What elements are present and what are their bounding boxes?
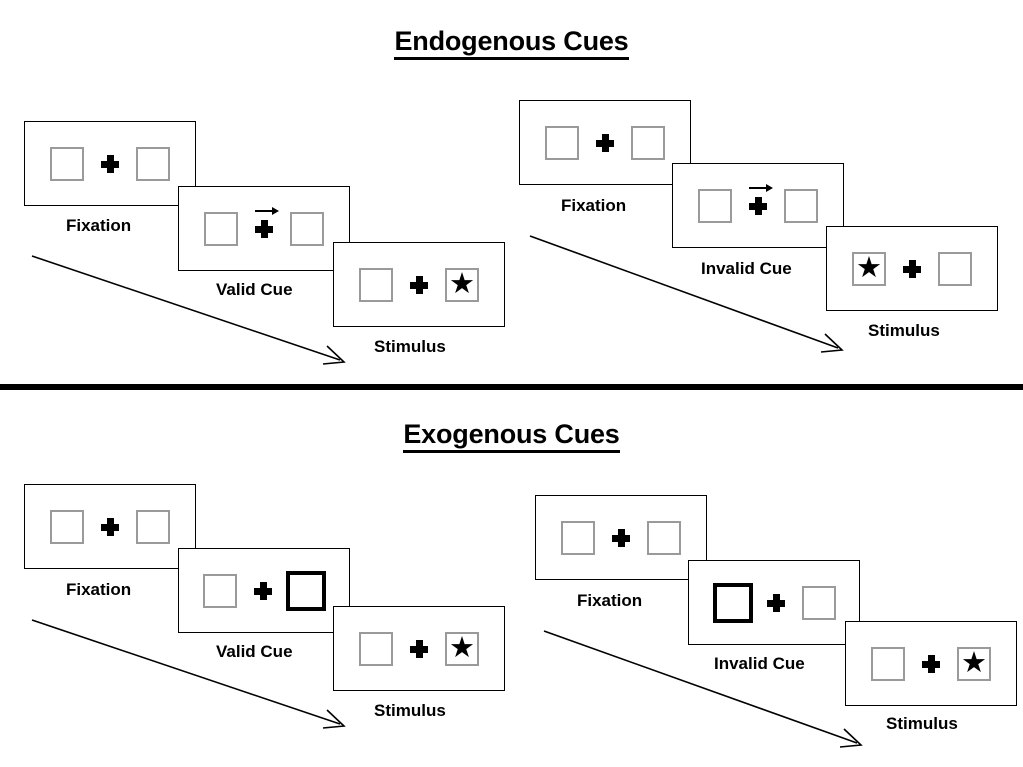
cue-arrow-right-icon xyxy=(749,183,773,192)
endogenous-valid-fixation-left-box xyxy=(50,146,84,181)
exogenous-invalid-stimulus-right-box: ★ xyxy=(957,646,991,681)
endogenous-invalid-fixation-frame xyxy=(519,100,691,185)
star-icon: ★ xyxy=(961,647,987,679)
exogenous-valid-cue-right-box-highlighted xyxy=(285,570,326,611)
exogenous-valid-cue-left-box xyxy=(202,573,237,608)
fixation-cross-icon xyxy=(410,275,428,294)
fixation-cross-icon xyxy=(410,639,428,658)
endogenous-valid-stimulus-right-box: ★ xyxy=(445,267,479,302)
endogenous-invalid-cue-label: Invalid Cue xyxy=(701,259,792,278)
endogenous-invalid-stimulus-label: Stimulus xyxy=(868,321,940,340)
exogenous-valid-fixation-frame xyxy=(24,484,196,569)
section-divider xyxy=(0,384,1023,390)
exogenous-invalid-stimulus-label: Stimulus xyxy=(886,714,958,733)
fixation-cross-icon xyxy=(596,133,614,152)
endogenous-valid-cue-right-box xyxy=(290,211,324,246)
endogenous-valid-stimulus-left-box xyxy=(359,267,393,302)
endogenous-valid-cue-frame xyxy=(178,186,350,271)
exogenous-valid-time-arrow xyxy=(31,619,346,729)
endogenous-valid-time-arrow xyxy=(31,255,346,365)
fixation-cross-icon xyxy=(612,528,630,547)
endogenous-invalid-stimulus-frame: ★ xyxy=(826,226,998,311)
cue-arrow-right-icon xyxy=(255,206,279,215)
exogenous-valid-stimulus-frame: ★ xyxy=(333,606,505,691)
exogenous-valid-cue-label: Valid Cue xyxy=(216,642,293,661)
section-title-exogenous: Exogenous Cues xyxy=(0,419,1023,453)
endogenous-valid-stimulus-label: Stimulus xyxy=(374,337,446,356)
exogenous-valid-stimulus-label: Stimulus xyxy=(374,701,446,720)
section-title-exogenous-text: Exogenous Cues xyxy=(403,419,620,453)
exogenous-invalid-cue-frame xyxy=(688,560,860,645)
exogenous-valid-stimulus-right-box: ★ xyxy=(445,631,479,666)
exogenous-invalid-cue-right-box xyxy=(801,585,836,620)
section-title-endogenous: Endogenous Cues xyxy=(0,26,1023,60)
endogenous-invalid-cue-right-box xyxy=(784,188,818,223)
endogenous-invalid-cue-frame xyxy=(672,163,844,248)
endogenous-valid-cue-label: Valid Cue xyxy=(216,280,293,299)
endogenous-invalid-time-arrow xyxy=(529,235,844,353)
endogenous-valid-fixation-label: Fixation xyxy=(66,216,132,235)
endogenous-invalid-stimulus-left-box: ★ xyxy=(852,251,886,286)
endogenous-valid-fixation-right-box xyxy=(136,146,170,181)
endogenous-valid-fixation-frame xyxy=(24,121,196,206)
exogenous-valid-cue-frame xyxy=(178,548,350,633)
endogenous-invalid-fixation-label: Fixation xyxy=(561,196,627,215)
endogenous-valid-stimulus-frame: ★ xyxy=(333,242,505,327)
exogenous-invalid-stimulus-left-box xyxy=(871,646,905,681)
fixation-cross-icon xyxy=(903,259,921,278)
endogenous-valid-cue-left-box xyxy=(204,211,238,246)
star-icon: ★ xyxy=(449,268,475,300)
fixation-cross-icon xyxy=(766,593,785,612)
exogenous-valid-fixation-label: Fixation xyxy=(66,580,132,599)
endogenous-invalid-cue-left-box xyxy=(698,188,732,223)
fixation-cross-icon xyxy=(749,183,773,215)
exogenous-valid-fixation-left-box xyxy=(50,509,84,544)
exogenous-invalid-fixation-right-box xyxy=(647,520,681,555)
endogenous-invalid-fixation-right-box xyxy=(631,125,665,160)
exogenous-invalid-fixation-label: Fixation xyxy=(577,591,643,610)
exogenous-invalid-fixation-left-box xyxy=(561,520,595,555)
fixation-cross-icon xyxy=(922,654,940,673)
fixation-cross-icon xyxy=(101,154,119,173)
section-title-endogenous-text: Endogenous Cues xyxy=(394,26,629,60)
exogenous-invalid-stimulus-frame: ★ xyxy=(845,621,1017,706)
fixation-cross-icon xyxy=(255,206,279,238)
endogenous-invalid-fixation-left-box xyxy=(545,125,579,160)
exogenous-invalid-time-arrow xyxy=(543,630,863,748)
fixation-cross-icon xyxy=(253,581,272,600)
endogenous-invalid-stimulus-right-box xyxy=(938,251,972,286)
star-icon: ★ xyxy=(856,252,882,284)
star-icon: ★ xyxy=(449,632,475,664)
exogenous-invalid-cue-left-box-highlighted xyxy=(712,582,753,623)
exogenous-valid-stimulus-left-box xyxy=(359,631,393,666)
fixation-cross-icon xyxy=(101,517,119,536)
exogenous-invalid-fixation-frame xyxy=(535,495,707,580)
exogenous-invalid-cue-label: Invalid Cue xyxy=(714,654,805,673)
exogenous-valid-fixation-right-box xyxy=(136,509,170,544)
